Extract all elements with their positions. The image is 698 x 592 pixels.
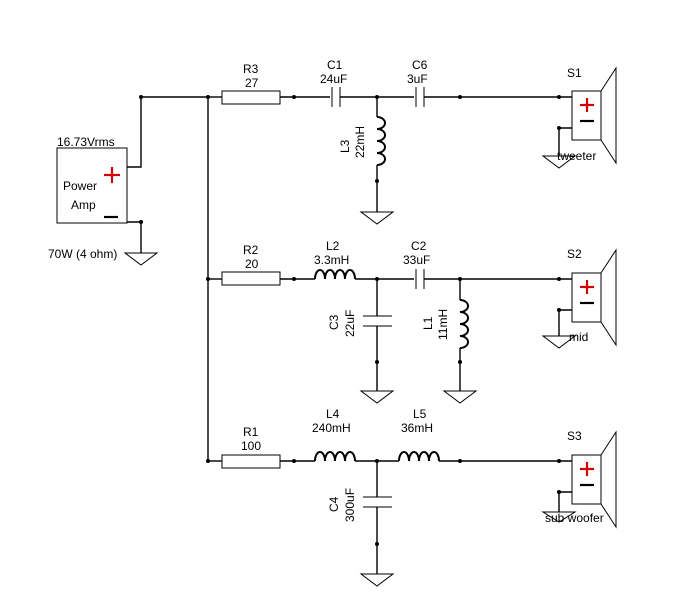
resistor-r3 [221,90,281,105]
speaker-s2-cone [600,248,617,347]
source-voltage-label: 16.73Vrms [57,135,115,149]
tweeter-branch: R3 27 C1 24uF C6 3uF L3 22mH [221,58,572,225]
r3-value: 27 [245,76,259,90]
r1-name: R1 [243,425,259,439]
capacitor-c2 [415,269,425,289]
c6-name: C6 [412,58,428,72]
c1-value: 24uF [320,72,347,86]
c4-value: 300uF [343,488,357,522]
inductor-l5 [398,451,440,462]
speaker-s3: S3 sub woofer [541,429,617,529]
power-amp-label-line2: Amp [71,198,96,212]
ground-c3-icon [359,390,395,404]
c6-value: 3uF [407,72,428,86]
c1-name: C1 [327,58,343,72]
l3-value: 22mH [353,126,367,158]
s3-label: sub woofer [545,511,604,525]
amp-wiring [127,95,208,253]
inductor-l4 [314,451,356,462]
l4-name: L4 [326,407,340,421]
speaker-s2-magnet [571,272,602,323]
speaker-s2: S2 mid [541,247,617,349]
ground-s1-icon [541,155,577,169]
l2-value: 3.3mH [314,253,349,267]
r1-value: 100 [241,439,261,453]
power-amp-plus-icon [104,167,120,183]
speaker-s2-plus-icon [580,280,594,294]
speaker-s1-cone [600,66,617,165]
resistor-r2 [221,271,281,286]
speaker-s1: S1 tweeter [541,66,617,169]
ground-l3-icon [359,211,395,225]
inductor-l1 [459,299,469,349]
l5-name: L5 [413,407,427,421]
power-amp-box [56,147,128,224]
l3-name: L3 [338,139,352,153]
ground-s2-icon [541,335,577,349]
l2-name: L2 [326,239,340,253]
power-amp-label-line1: Power [63,179,97,193]
s1-name: S1 [567,66,582,80]
power-amp: 16.73Vrms Power Amp 70W (4 ohm) [48,135,128,261]
s1-label: tweeter [557,149,596,163]
l4-value: 240mH [312,421,351,435]
l5-value: 36mH [401,421,433,435]
subwoofer-branch: R1 100 L4 240mH L5 36mH C4 300uF [221,407,572,587]
c2-value: 33uF [403,253,430,267]
capacitor-c3 [363,315,392,327]
s2-label: mid [569,330,588,344]
l1-name: L1 [421,316,435,330]
ground-l1-icon [442,390,478,404]
r2-value: 20 [245,257,259,271]
input-bus [206,95,222,463]
s2-name: S2 [567,247,582,261]
speaker-s3-plus-icon [580,462,594,476]
capacitor-c1 [331,87,341,107]
speaker-s3-magnet [571,454,602,505]
c4-name: C4 [327,496,341,512]
resistor-r1 [221,454,281,469]
mid-branch: R2 20 L2 3.3mH C2 33uF C3 22uF [221,239,572,404]
ground-s3-icon [541,511,577,523]
l1-value: 11mH [436,309,450,340]
inductor-l2 [314,269,356,280]
inductor-l3 [376,116,386,166]
amp-ground-icon [123,250,159,266]
speaker-s1-magnet [571,90,602,141]
r3-name: R3 [243,62,259,76]
c2-name: C2 [411,239,427,253]
c3-value: 22uF [343,310,357,337]
capacitor-c4 [363,496,392,508]
s3-name: S3 [567,429,582,443]
ground-c4-icon [359,573,395,587]
c3-name: C3 [327,314,341,330]
r2-name: R2 [243,243,259,257]
speaker-s3-cone [600,430,617,529]
speaker-s1-plus-icon [580,98,594,112]
power-amp-rating-label: 70W (4 ohm) [48,247,117,261]
capacitor-c6 [415,87,425,107]
